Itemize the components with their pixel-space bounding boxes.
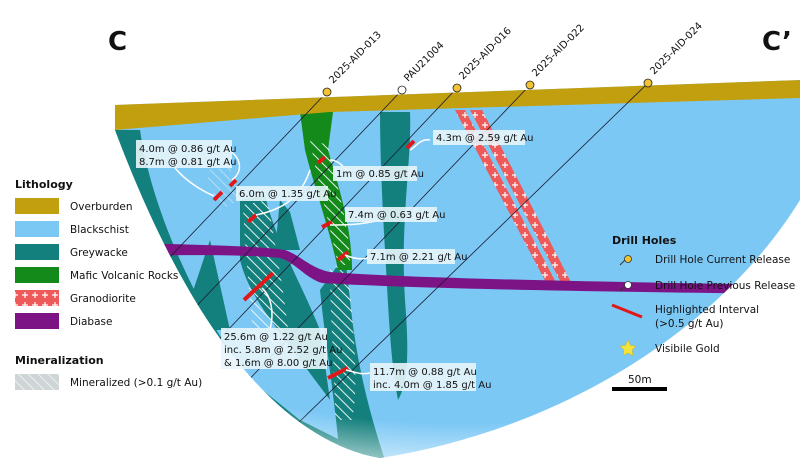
legend-label: Drill Hole Current Release [655, 254, 790, 266]
intercept-label: 6.0m @ 1.35 g/t Au [239, 189, 336, 200]
lithology-legend: Lithology Overburden Blackschist Greywac… [15, 178, 178, 329]
granodiorite-swatch [15, 290, 59, 306]
legend-label: Visibile Gold [655, 343, 720, 355]
drill-hole-label: 2025-AID-016 [457, 26, 514, 83]
intercept-label: 7.4m @ 0.63 g/t Au [348, 210, 445, 221]
drill-hole-label: 2025-AID-022 [530, 23, 587, 80]
collar-current-icon[interactable] [322, 87, 332, 97]
collar-current-icon[interactable] [643, 78, 653, 88]
collar-open-icon [619, 281, 632, 292]
blackschist-swatch [15, 221, 59, 237]
mineralization-legend-title: Mineralization [15, 354, 104, 367]
intercept-label: & 1.6m @ 8.00 g/t Au [224, 358, 332, 369]
intercept-label: 4.0m @ 0.86 g/t Au [139, 144, 236, 155]
intercept-label: 25.6m @ 1.22 g/t Au [224, 332, 328, 343]
mineralization-legend: Mineralization Mineralized (>0.1 g/t Au) [15, 354, 202, 390]
collar-current-icon[interactable] [525, 80, 535, 90]
legend-label: Greywacke [70, 247, 128, 259]
scale-bar [612, 387, 667, 391]
intercept-label: 11.7m @ 0.88 g/t Au [373, 367, 477, 378]
legend-label: Overburden [70, 201, 133, 213]
greywacke-swatch [15, 244, 59, 260]
legend-label: Mineralized (>0.1 g/t Au) [70, 377, 202, 389]
section-end-label: C’ [762, 27, 792, 57]
diabase-swatch [15, 313, 59, 329]
drill-holes-legend: Drill Holes Drill Hole Current Release D… [611, 234, 795, 391]
red-interval-icon [611, 303, 643, 319]
lithology-legend-title: Lithology [15, 178, 73, 191]
intercept-label: 1m @ 0.85 g/t Au [336, 169, 424, 180]
intercept-label: inc. 5.8m @ 2.52 g/t Au [224, 345, 342, 356]
legend-label: Mafic Volcanic Rocks [70, 270, 178, 282]
drill-hole-label: 2025-AID-013 [327, 30, 384, 87]
intercept-label: 7.1m @ 2.21 g/t Au [370, 252, 467, 263]
legend-label: Drill Hole Previous Release [655, 280, 795, 292]
drill-legend-title: Drill Holes [612, 234, 677, 247]
collar-previous-icon[interactable] [397, 85, 407, 95]
legend-label: Granodiorite [70, 293, 136, 305]
drill-hole-label: PAU21004 [402, 40, 446, 84]
star-icon [619, 339, 637, 356]
intercept-label: 4.3m @ 2.59 g/t Au [436, 133, 533, 144]
intercept-labels: 4.0m @ 0.86 g/t Au 8.7m @ 0.81 g/t Au 6.… [136, 130, 533, 391]
intercept-label: inc. 4.0m @ 1.85 g/t Au [373, 380, 491, 391]
drill-hole-label: 2025-AID-024 [648, 21, 705, 78]
collar-current-icon[interactable] [452, 83, 462, 93]
collar-filled-icon [619, 255, 632, 266]
section-start-label: C [108, 27, 127, 57]
legend-label: Diabase [70, 316, 112, 328]
legend-label: Blackschist [70, 224, 129, 236]
mafic-volcanic-swatch [15, 267, 59, 283]
legend-sublabel: (>0.5 g/t Au) [655, 318, 724, 330]
legend-label: Highlighted Interval [655, 304, 759, 316]
overburden-swatch [15, 198, 59, 214]
scale-bar-label: 50m [628, 374, 652, 386]
intercept-label: 8.7m @ 0.81 g/t Au [139, 157, 236, 168]
